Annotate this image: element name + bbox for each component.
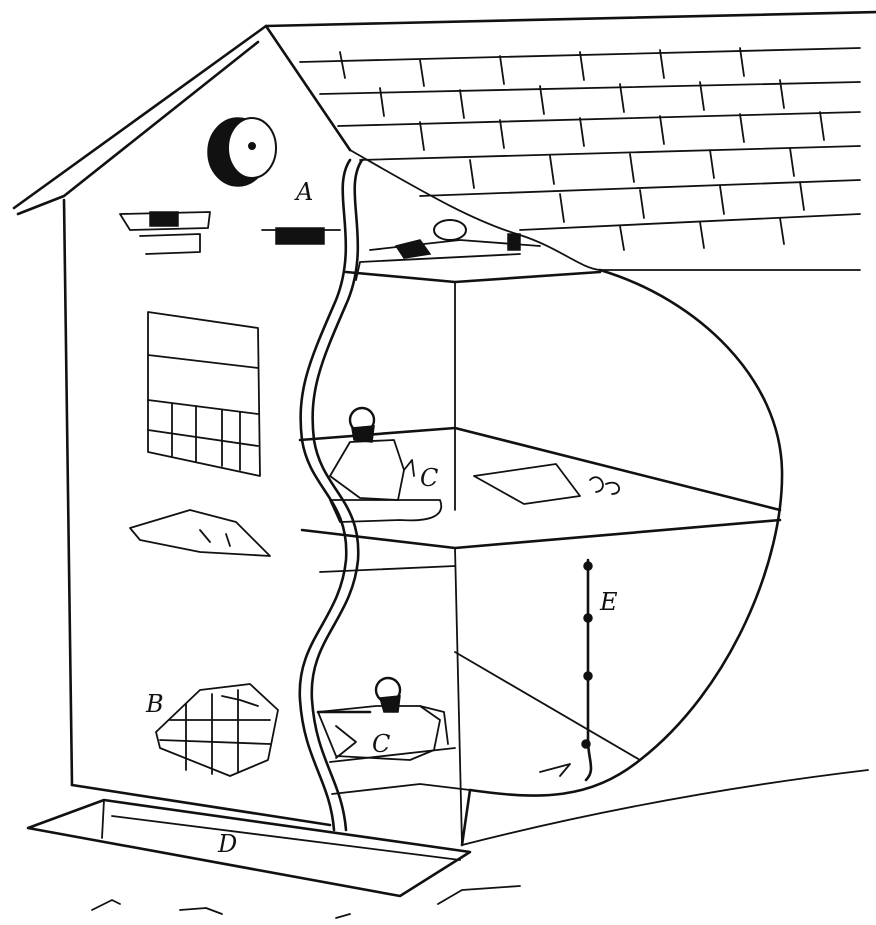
interior-outline xyxy=(462,270,782,845)
cutaway-edge xyxy=(300,160,362,830)
label-c-upper: C xyxy=(420,464,438,492)
plaster-patch xyxy=(130,510,270,556)
firing-slits xyxy=(120,212,340,254)
label-a: A xyxy=(294,178,313,206)
label-c-lower: C xyxy=(372,730,390,758)
label-d: D xyxy=(217,830,237,858)
trench xyxy=(28,800,470,896)
roof-tiles xyxy=(300,48,860,250)
middle-floor xyxy=(300,428,780,845)
net-patch xyxy=(156,684,278,776)
round-vent xyxy=(208,118,276,186)
label-e: E xyxy=(599,588,618,616)
attic-soldier xyxy=(370,220,540,258)
wire-ladder xyxy=(582,560,592,780)
label-b: B xyxy=(145,690,164,718)
ground-floor xyxy=(320,566,640,794)
window-grid xyxy=(148,312,260,476)
